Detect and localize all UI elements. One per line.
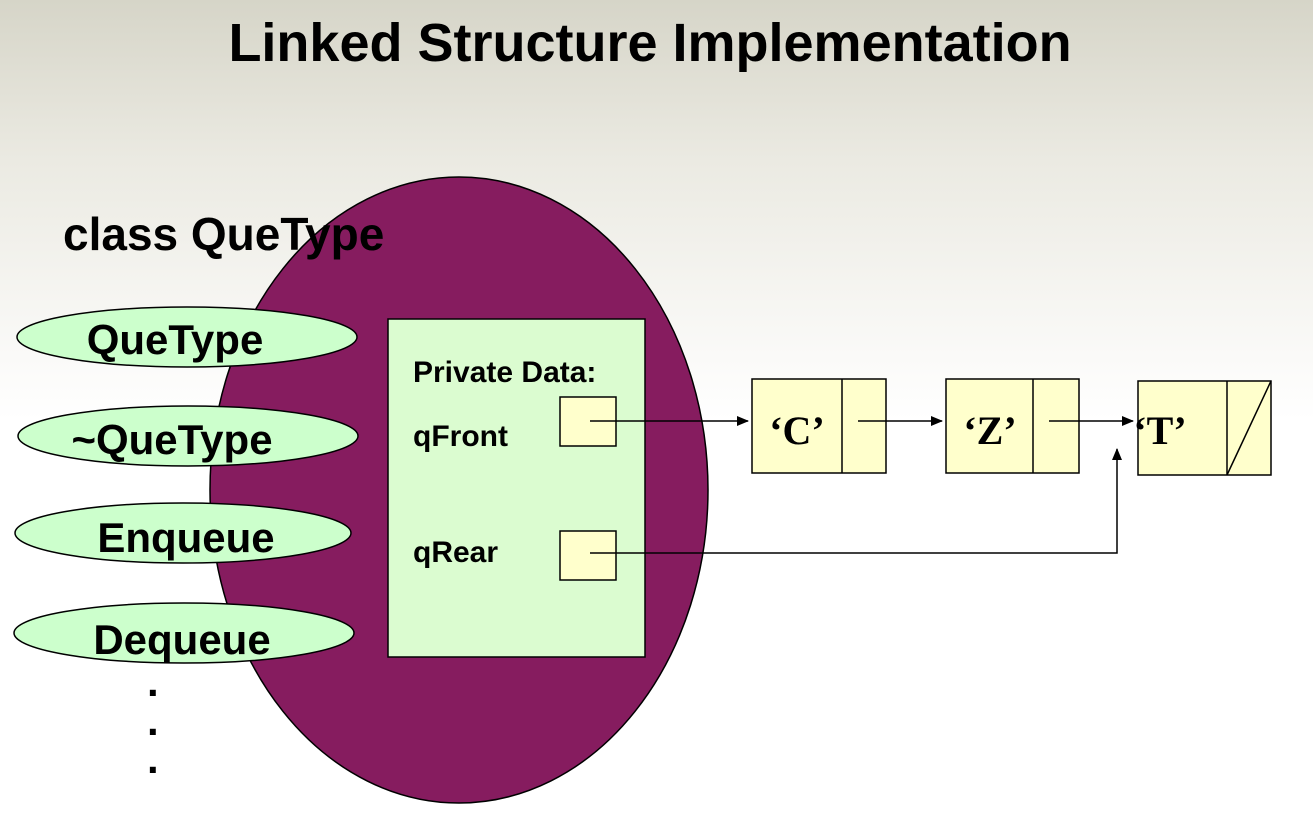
ellipsis-dot: . [147,658,159,705]
node-value: ‘C’ [769,408,825,453]
method-oval-dequeue[interactable] [13,602,355,664]
list-node: ‘Z’ [945,378,1080,474]
private-data-box [387,318,646,658]
qrear-label: qRear [413,536,498,569]
class-label: class QueType [63,208,384,260]
method-label-enqueue: Enqueue [97,514,274,561]
node-value: ‘Z’ [963,408,1016,453]
method-oval-enqueue[interactable] [14,502,352,564]
slide-title: Linked Structure Implementation [228,13,1072,73]
ellipsis-dot: . [147,735,159,782]
qrear-arrow [590,448,1122,554]
qfront-label: qFront [413,420,508,453]
list-node: ‘C’ [751,378,887,474]
private-data-heading: Private Data: [413,356,596,389]
method-oval-quetype[interactable] [16,306,358,368]
null-pointer-slash [1226,380,1272,476]
node-value: ‘T’ [1133,408,1186,453]
method-label-destructor: ~QueType [71,416,272,463]
method-label-quetype: QueType [87,316,264,363]
method-label-dequeue: Dequeue [93,616,270,663]
method-oval-destructor[interactable] [17,405,359,467]
ellipsis-dot: . [147,697,159,744]
qrear-pointer-box [559,530,617,581]
list-node: ‘T’ [1133,380,1272,476]
